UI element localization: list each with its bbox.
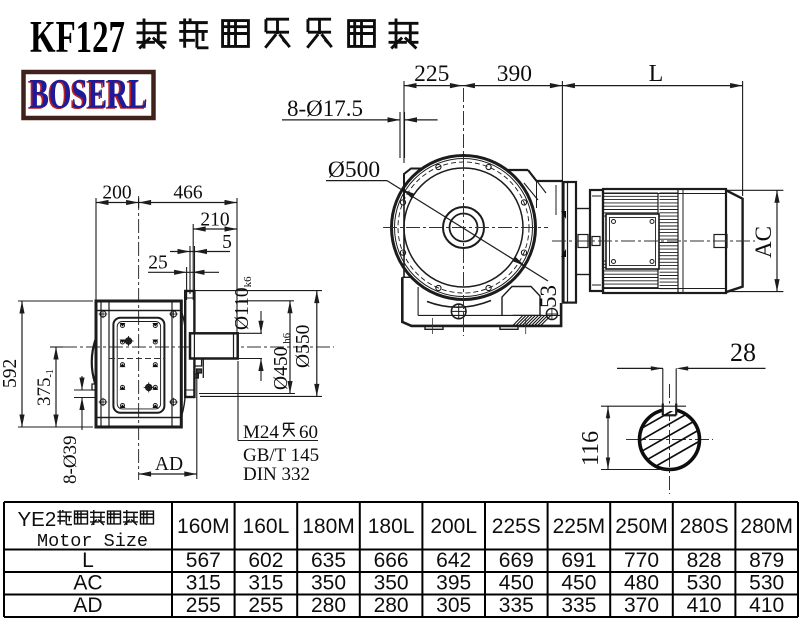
svg-text:AD: AD (73, 594, 102, 617)
svg-text:602: 602 (248, 549, 283, 572)
svg-text:DIN 332: DIN 332 (243, 464, 310, 485)
svg-text:225S: 225S (492, 515, 541, 538)
svg-text:60: 60 (299, 422, 318, 443)
svg-text:YE2: YE2 (18, 508, 57, 531)
svg-text:280S: 280S (680, 515, 729, 538)
svg-text:Motor Size: Motor Size (37, 531, 148, 552)
svg-text:280: 280 (311, 594, 346, 617)
svg-text:370: 370 (624, 594, 659, 617)
svg-text:28: 28 (730, 338, 756, 367)
svg-text:666: 666 (374, 549, 409, 572)
svg-text:8-Ø39: 8-Ø39 (60, 435, 81, 484)
svg-text:Ø110k6: Ø110k6 (232, 276, 254, 330)
svg-text:180L: 180L (368, 515, 415, 538)
svg-text:225: 225 (414, 61, 449, 87)
svg-text:255: 255 (186, 594, 221, 617)
svg-text:25: 25 (148, 253, 168, 274)
svg-text:KF127: KF127 (30, 12, 125, 62)
svg-text:410: 410 (749, 594, 784, 617)
svg-text:642: 642 (436, 549, 471, 572)
svg-text:395: 395 (436, 572, 471, 595)
svg-text:M24: M24 (243, 422, 279, 443)
svg-text:375-1: 375-1 (34, 369, 56, 406)
svg-text:Ø500: Ø500 (328, 157, 380, 183)
svg-text:350: 350 (374, 572, 409, 595)
svg-text:GB/T 145: GB/T 145 (243, 445, 319, 466)
svg-text:770: 770 (624, 549, 659, 572)
svg-text:669: 669 (499, 549, 534, 572)
svg-text:L: L (82, 549, 94, 572)
svg-text:AD: AD (155, 454, 183, 475)
svg-text:315: 315 (248, 572, 283, 595)
svg-text:8-Ø17.5: 8-Ø17.5 (287, 96, 363, 121)
svg-text:Ø550: Ø550 (293, 325, 314, 368)
svg-text:BOSERL: BOSERL (30, 72, 148, 118)
svg-text:160M: 160M (177, 515, 230, 538)
svg-text:AC: AC (751, 226, 776, 258)
svg-text:635: 635 (311, 549, 346, 572)
svg-text:5: 5 (222, 232, 232, 253)
svg-text:305: 305 (436, 594, 471, 617)
svg-text:450: 450 (561, 572, 596, 595)
svg-text:160L: 160L (243, 515, 290, 538)
svg-text:L: L (649, 61, 664, 87)
svg-text:280M: 280M (740, 515, 793, 538)
svg-text:879: 879 (749, 549, 784, 572)
svg-text:466: 466 (173, 183, 203, 204)
svg-text:210: 210 (200, 210, 229, 231)
svg-text:53: 53 (536, 285, 561, 308)
svg-text:180M: 180M (302, 515, 355, 538)
svg-text:567: 567 (186, 549, 221, 572)
svg-text:116: 116 (578, 431, 604, 466)
svg-text:200: 200 (102, 183, 131, 204)
svg-text:225M: 225M (553, 515, 606, 538)
svg-text:530: 530 (687, 572, 722, 595)
svg-text:691: 691 (561, 549, 596, 572)
svg-text:828: 828 (687, 549, 722, 572)
svg-text:390: 390 (497, 61, 532, 87)
svg-text:BOSERL: BOSERL (28, 73, 146, 119)
svg-text:480: 480 (624, 572, 659, 595)
svg-text:AC: AC (73, 572, 102, 595)
svg-text:350: 350 (311, 572, 346, 595)
svg-text:410: 410 (687, 594, 722, 617)
svg-text:315: 315 (186, 572, 221, 595)
svg-text:200L: 200L (430, 515, 477, 538)
svg-text:335: 335 (561, 594, 596, 617)
svg-text:Ø450 h6: Ø450 h6 (271, 332, 293, 390)
svg-text:335: 335 (499, 594, 534, 617)
svg-text:592: 592 (0, 359, 21, 388)
svg-text:250M: 250M (615, 515, 668, 538)
svg-text:450: 450 (499, 572, 534, 595)
svg-text:255: 255 (248, 594, 283, 617)
svg-text:280: 280 (374, 594, 409, 617)
svg-text:530: 530 (749, 572, 784, 595)
